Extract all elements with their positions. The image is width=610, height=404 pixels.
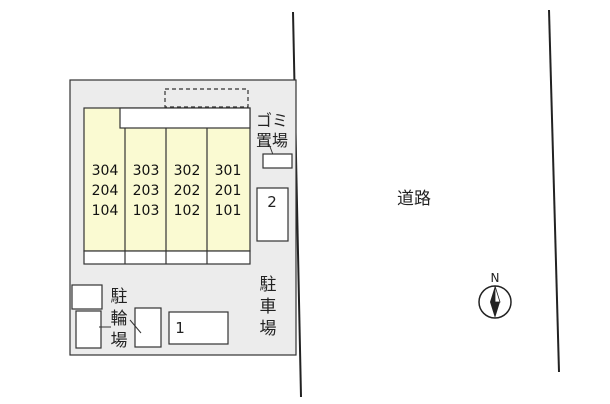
garbage-label: 置場 xyxy=(256,131,288,150)
bicycle-label: 場 xyxy=(111,331,128,351)
unit-number: 301 xyxy=(215,163,242,179)
bicycle-box xyxy=(71,284,103,310)
parking-label: 場 xyxy=(260,319,277,339)
road-label: 道路 xyxy=(397,189,431,209)
bicycle-label: 輪 xyxy=(111,309,128,329)
unit-number: 104 xyxy=(92,203,119,219)
unit-number: 103 xyxy=(133,203,160,219)
unit-number: 203 xyxy=(133,183,160,199)
unit-column-3: 302 202 102 xyxy=(174,163,201,219)
parking-space-number: 1 xyxy=(175,319,185,337)
bicycle-leader xyxy=(129,319,142,334)
bicycle-box xyxy=(75,310,102,349)
compass-north-label: N xyxy=(491,271,500,285)
unit-column-1: 304 204 104 xyxy=(92,163,119,219)
parking-label: 車 xyxy=(260,297,277,317)
unit-number: 303 xyxy=(133,163,160,179)
road-edge-right xyxy=(548,9,560,373)
bicycle-box xyxy=(134,307,162,348)
bicycle-label: 駐 xyxy=(111,287,128,307)
garbage-box xyxy=(262,153,293,169)
unit-number: 302 xyxy=(174,163,201,179)
compass-icon: N xyxy=(478,271,512,319)
parking-space-number: 2 xyxy=(267,193,277,211)
unit-number: 202 xyxy=(174,183,201,199)
garbage-label: ゴミ xyxy=(256,111,288,130)
unit-number: 204 xyxy=(92,183,119,199)
unit-number: 201 xyxy=(215,183,242,199)
parking-space-2 xyxy=(256,187,289,242)
unit-number: 101 xyxy=(215,203,242,219)
road-edge-left xyxy=(292,11,302,398)
unit-column-2: 303 203 103 xyxy=(133,163,160,219)
parking-label: 駐 xyxy=(260,275,277,295)
building xyxy=(83,107,251,265)
unit-column-4: 301 201 101 xyxy=(215,163,242,219)
unit-number: 304 xyxy=(92,163,119,179)
unit-number: 102 xyxy=(174,203,201,219)
parking-space-1 xyxy=(168,311,229,345)
dashed-area xyxy=(164,88,249,108)
